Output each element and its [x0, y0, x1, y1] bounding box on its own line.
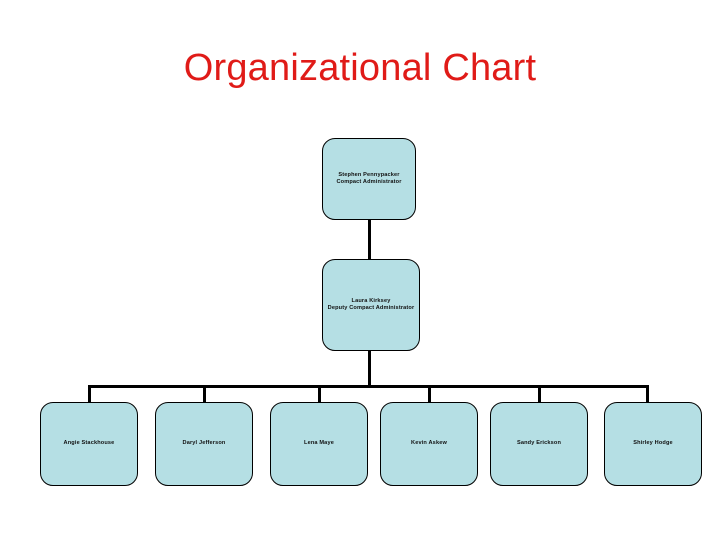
connector-drop-6 [646, 385, 649, 403]
org-node-report-3[interactable]: Lena Maye [270, 402, 368, 486]
connector-level2-to-bus [368, 350, 371, 386]
org-node-role: Compact Administrator [336, 179, 402, 185]
connector-drop-1 [88, 385, 91, 403]
org-node-report-4[interactable]: Kevin Askew [380, 402, 478, 486]
org-node-label: Angie Stackhouse [63, 440, 115, 447]
org-node-name: Laura Kirksey [351, 297, 391, 304]
connector-level1-to-level2 [368, 220, 371, 260]
connector-drop-5 [538, 385, 541, 403]
page-title: Organizational Chart [183, 47, 537, 89]
connector-drop-4 [428, 385, 431, 403]
org-node-label: Kevin Askew [411, 440, 447, 447]
org-node-name: Stephen Pennypacker [338, 171, 400, 178]
org-node-label: Laura Kirksey Deputy Compact Administrat… [327, 298, 416, 313]
connector-horizontal-bus [88, 385, 648, 388]
org-node-label: Sandy Erickson [516, 440, 562, 447]
connector-drop-3 [318, 385, 321, 403]
org-node-report-5[interactable]: Sandy Erickson [490, 402, 588, 486]
org-node-report-1[interactable]: Angie Stackhouse [40, 402, 138, 486]
org-node-label: Stephen Pennypacker Compact Administrato… [335, 172, 402, 187]
org-node-deputy-compact-administrator[interactable]: Laura Kirksey Deputy Compact Administrat… [322, 259, 420, 351]
org-node-compact-administrator[interactable]: Stephen Pennypacker Compact Administrato… [322, 138, 416, 220]
org-node-label: Lena Maye [304, 440, 334, 447]
org-node-label: Daryl Jefferson [182, 440, 226, 447]
org-node-report-6[interactable]: Shirley Hodge [604, 402, 702, 486]
connector-drop-2 [203, 385, 206, 403]
org-node-role: Deputy Compact Administrator [327, 305, 415, 311]
org-node-report-2[interactable]: Daryl Jefferson [155, 402, 253, 486]
org-node-label: Shirley Hodge [633, 440, 673, 447]
